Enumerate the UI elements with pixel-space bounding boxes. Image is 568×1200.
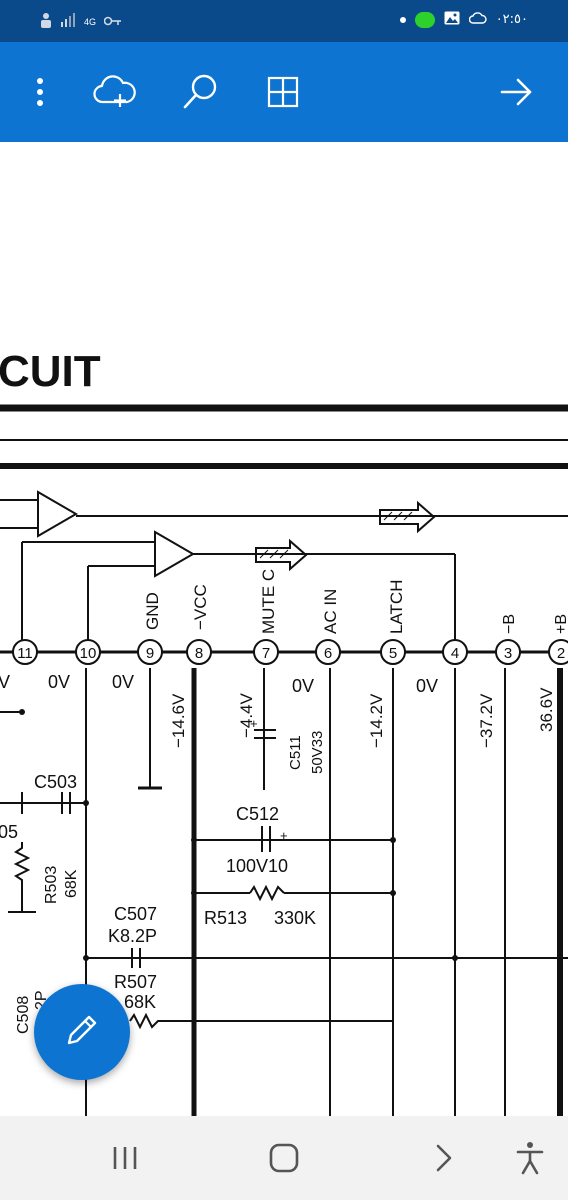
pin-4: 4: [442, 639, 468, 665]
forward-icon[interactable]: [414, 1138, 474, 1178]
top-toolbar: [0, 42, 568, 142]
signal-arrow-icon: [255, 538, 308, 572]
r507-label: R507: [114, 972, 157, 992]
edit-icon: [63, 1011, 101, 1054]
r507-value: 68K: [124, 992, 156, 1012]
voltage-pin-8: −14.6V: [169, 693, 188, 748]
pin-9: 9: [137, 639, 163, 665]
r503-label: R503: [43, 866, 60, 904]
c511-label: C511: [287, 735, 304, 770]
svg-text:9: 9: [146, 645, 154, 662]
pin-label-acin: AC IN: [321, 589, 340, 634]
pin-11: 11: [12, 639, 38, 665]
pin-5: 5: [380, 639, 406, 665]
arrow-right-icon[interactable]: [492, 67, 542, 117]
pin-2: 2: [548, 639, 568, 665]
voltage-pin-4: 0V: [416, 676, 438, 696]
search-icon[interactable]: [175, 67, 225, 117]
pin-10: 10: [75, 639, 101, 665]
c507-value: K8.2P: [108, 926, 157, 946]
voltage-pin-5: −14.2V: [367, 693, 386, 748]
accessibility-icon[interactable]: [500, 1138, 560, 1178]
pin-label-minus-b: −B: [501, 614, 518, 634]
voltage-pin-11: 0V: [48, 672, 70, 692]
cloud-icon: [468, 12, 487, 27]
key-icon: [103, 14, 122, 29]
cloud-upload-icon[interactable]: [90, 67, 140, 117]
svg-text:7: 7: [262, 645, 270, 662]
svg-text:5: 5: [389, 645, 397, 662]
signal-icon: [60, 13, 76, 30]
svg-text:10: 10: [80, 645, 97, 662]
grid-icon[interactable]: [258, 67, 308, 117]
status-right: ٠٢:٥٠: [399, 11, 528, 28]
r513-value: 330K: [274, 908, 316, 928]
c503-label: C503: [34, 772, 77, 792]
home-icon[interactable]: [254, 1138, 314, 1178]
c512-value: 100V10: [226, 856, 288, 876]
pin-label-latch: LATCH: [387, 580, 406, 634]
pin-6: 6: [315, 639, 341, 665]
status-bar: 4G ٠٢:٥٠: [0, 0, 568, 42]
pin-label-gnd: GND: [143, 592, 162, 630]
svg-text:8: 8: [195, 645, 203, 662]
svg-text:3: 3: [504, 645, 512, 662]
schematic-page: CUIT: [0, 347, 568, 1116]
voltage-pin-2: 36.6V: [537, 687, 556, 732]
c511-value: 50V33: [309, 731, 326, 774]
recent-apps-icon[interactable]: [95, 1138, 155, 1178]
status-left: 4G: [40, 12, 122, 31]
voltage-pin-6: 0V: [292, 676, 314, 696]
c505-label: 05: [0, 822, 18, 842]
gallery-icon: [444, 11, 460, 28]
pin-label-vcc: −VCC: [191, 584, 210, 630]
r513-label: R513: [204, 908, 247, 928]
voltage-pin-10: 0V: [112, 672, 134, 692]
pin-8: 8: [186, 639, 212, 665]
system-nav-bar: [0, 1116, 568, 1200]
svg-text:+: +: [280, 828, 288, 843]
voltage-left: V: [0, 672, 10, 692]
green-app-icon: [414, 11, 435, 28]
signal-arrow-icon: [379, 500, 436, 534]
network-type: 4G: [84, 16, 97, 27]
user-icon: [40, 12, 52, 31]
document-viewer[interactable]: CUIT: [0, 142, 568, 1116]
pin-3: 3: [495, 639, 521, 665]
c512-label: C512: [236, 804, 279, 824]
voltage-pin-3: −37.2V: [477, 693, 496, 748]
svg-text:11: 11: [17, 645, 33, 662]
edit-button[interactable]: [34, 984, 130, 1080]
svg-text:+: +: [250, 716, 258, 731]
status-time: ٠٢:٥٠: [495, 12, 528, 27]
pin-7: 7: [253, 639, 279, 665]
voltage-pin-7: −4.4V: [237, 692, 256, 738]
svg-text:4: 4: [451, 645, 459, 662]
pin-label-plus-b: +B: [553, 614, 568, 634]
pin-label-mute: MUTE C: [259, 569, 278, 634]
dot-icon: [399, 16, 406, 23]
doc-title: CUIT: [0, 347, 101, 396]
svg-text:2: 2: [557, 645, 565, 662]
r503-value: 68K: [63, 869, 80, 898]
svg-text:6: 6: [324, 645, 332, 662]
c507-label: C507: [114, 904, 157, 924]
more-vert-icon[interactable]: [15, 67, 65, 117]
c508-label: C508: [15, 996, 32, 1034]
